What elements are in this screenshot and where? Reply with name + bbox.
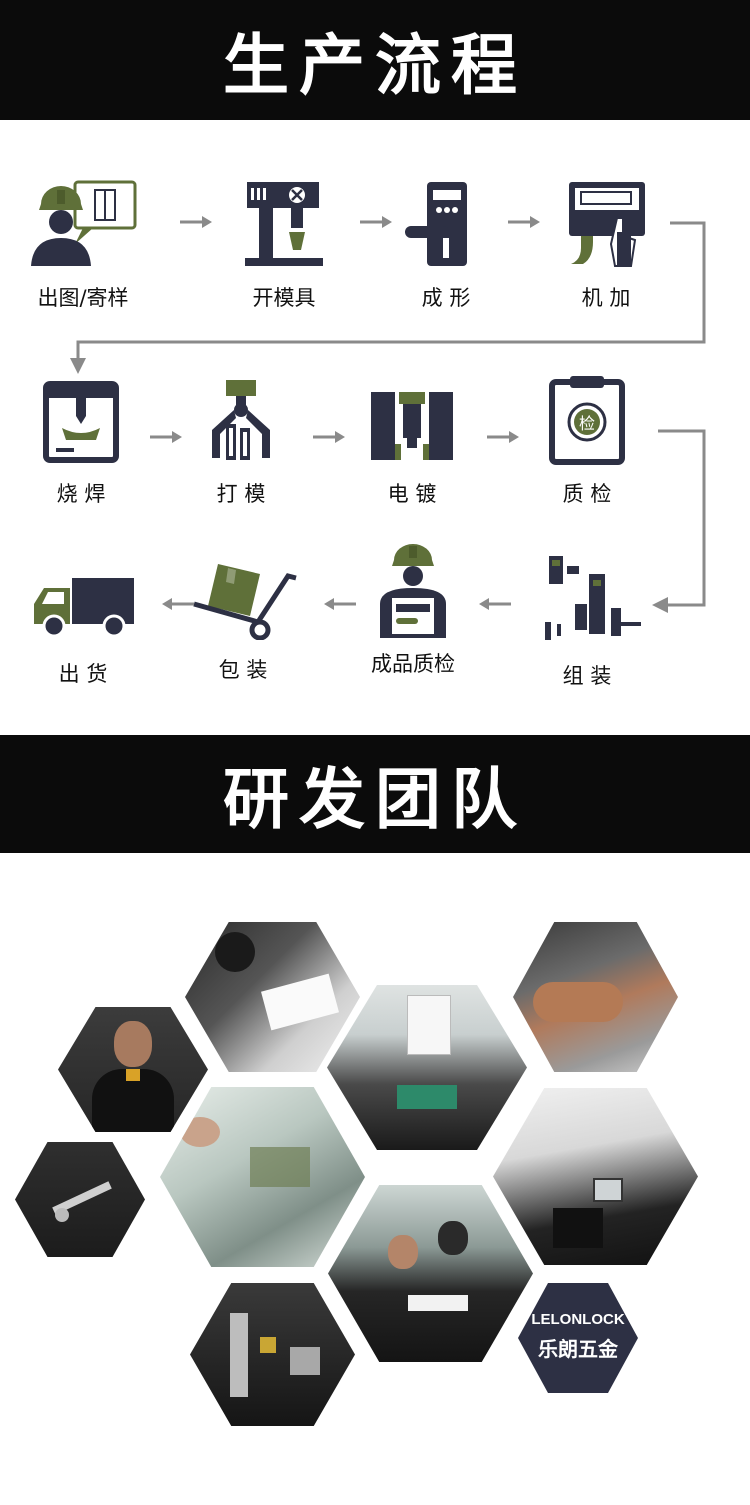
brand-name-cn: 乐朗五金	[538, 1337, 618, 1361]
shipping-truck-icon	[34, 578, 134, 638]
designer-icon	[31, 180, 137, 266]
step-label: 烧 焊	[56, 482, 106, 506]
arrow-right-icon	[487, 431, 519, 443]
step-shipping: 出 货	[8, 574, 158, 688]
step-diecast: 打 模	[166, 378, 316, 508]
die-casting-icon	[212, 380, 270, 460]
arrow-left-icon	[162, 598, 194, 610]
design-drawing-photo	[160, 1087, 365, 1267]
step-label: 出 货	[58, 662, 108, 686]
step-assembly: 组 装	[512, 552, 662, 690]
step-machining: 机 加	[531, 178, 681, 312]
step-forming: 成 形	[371, 178, 521, 312]
office-work-photo	[493, 1088, 698, 1265]
process-banner: 生产流程	[0, 0, 750, 120]
arrow-right-icon	[180, 216, 212, 228]
final-inspection-icon	[380, 544, 446, 638]
step-label: 机 加	[581, 286, 631, 310]
mold-machine-icon	[245, 182, 323, 266]
step-final-qc: 成品质检	[338, 542, 488, 678]
step-packaging: 包 装	[168, 560, 318, 684]
step-label: 出图/寄样	[37, 286, 129, 310]
qc-badge-text: 检	[579, 414, 595, 433]
step-label: 打 模	[216, 482, 266, 506]
arrow-right-icon	[313, 431, 345, 443]
step-label: 包 装	[218, 658, 268, 682]
quality-check-icon: 检	[549, 376, 625, 465]
flow-connector	[70, 221, 706, 374]
engineer-portrait	[58, 1007, 208, 1132]
step-label: 成品质检	[371, 652, 455, 676]
forming-icon	[405, 182, 467, 266]
step-plating: 电 镀	[337, 378, 487, 508]
step-label: 开模具	[252, 286, 316, 310]
electroplating-icon	[371, 392, 453, 460]
arrow-left-icon	[324, 598, 356, 610]
step-welding: 烧 焊	[6, 378, 156, 508]
arrow-right-icon	[360, 216, 392, 228]
step-label: 成 形	[421, 286, 471, 310]
arrow-right-icon	[508, 216, 540, 228]
machining-icon	[569, 182, 645, 267]
lock-hardware-photo	[190, 1283, 355, 1426]
arrow-right-icon	[150, 431, 182, 443]
step-label: 质 检	[562, 482, 612, 506]
machining-photo	[513, 922, 678, 1072]
team-title: 研发团队	[223, 761, 527, 838]
assembly-icon	[545, 556, 641, 640]
brand-name-en: LELONLOCK	[531, 1311, 625, 1328]
process-title: 生产流程	[223, 27, 527, 104]
step-design: 出图/寄样	[8, 178, 158, 312]
team-banner: 研发团队	[0, 735, 750, 853]
arrow-left-icon	[479, 598, 511, 610]
door-handle-photo	[15, 1142, 145, 1257]
packaging-icon	[193, 564, 297, 640]
step-label: 组 装	[562, 664, 612, 688]
step-label: 电 镀	[387, 482, 437, 506]
step-qc: 检 质 检	[512, 374, 662, 508]
flow-connector	[652, 429, 706, 613]
team-room-photo	[327, 985, 527, 1150]
team-photo-meeting	[185, 922, 360, 1072]
team-discussion-photo	[328, 1185, 533, 1362]
lelonlock-logo: LELONLOCK 乐朗五金	[518, 1283, 638, 1393]
welding-icon	[43, 381, 119, 463]
step-mold: 开模具	[209, 178, 359, 312]
